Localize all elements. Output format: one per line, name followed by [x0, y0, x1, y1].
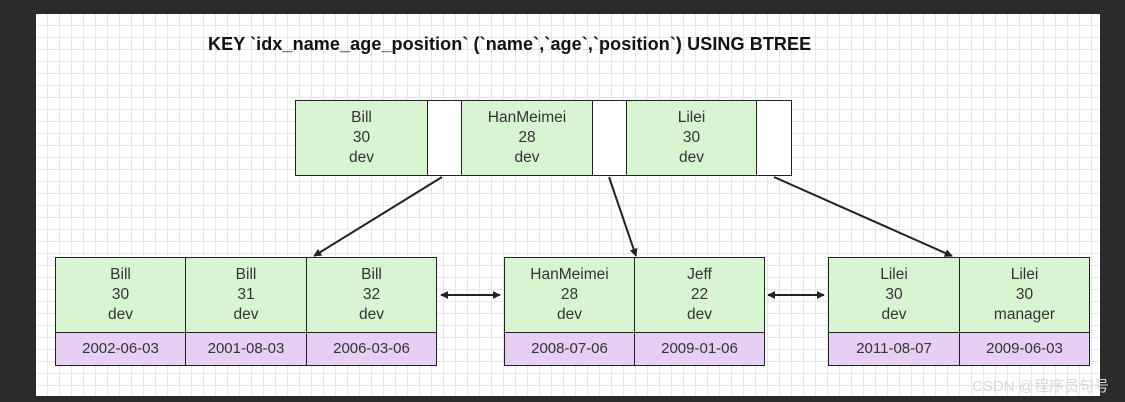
root-key-2-position: dev: [514, 149, 540, 166]
leaf-3-key-2-position: manager: [993, 306, 1056, 323]
leaf-2-key-2-age: 22: [690, 286, 709, 303]
pointer-arrow-to-leaf-3: [773, 176, 953, 257]
leaf-3-key-1-position: dev: [881, 306, 907, 323]
leaf-3-key-1-age: 30: [885, 286, 903, 303]
root-key-1-position: dev: [349, 149, 374, 166]
leaf-1-key-1: Bill 30 dev: [55, 257, 186, 333]
leaf-2-key-1-name: HanMeimei: [530, 266, 609, 283]
root-pointer-3: [756, 100, 792, 176]
watermark: CSDN @程序员句号: [972, 378, 1109, 395]
leaf-1-key-2-age: 31: [237, 286, 255, 303]
leaf-1-key-2-name: Bill: [235, 266, 257, 283]
diagram-canvas: KEY `idx_name_age_position` (`name`,`age…: [36, 14, 1100, 396]
root-key-3: Lilei 30 dev: [626, 100, 757, 176]
leaf-1-key-3-age: 32: [362, 286, 381, 303]
leaf-1-key-2: Bill 31 dev: [185, 257, 307, 333]
pointer-arrow-to-leaf-2: [608, 176, 638, 257]
leaf-1-key-3-position: dev: [359, 306, 384, 323]
root-key-1-name: Bill: [351, 109, 372, 126]
pointer-arrow-to-leaf-1: [313, 176, 443, 257]
leaf-2-key-2-position: dev: [687, 306, 712, 323]
root-key-2: HanMeimei 28 dev: [461, 100, 593, 176]
leaf-1-key-2-position: dev: [233, 306, 259, 323]
leaf-1-data-1-hire-date: 2002-06-03: [82, 340, 159, 357]
leaf-1-key-3: Bill 32 dev: [306, 257, 437, 333]
root-key-2-age: 28: [518, 129, 536, 146]
leaf-3-data-1-hire-date: 2011-08-07: [856, 340, 932, 357]
leaf-3-key-2-age: 30: [1015, 286, 1034, 303]
root-key-2-name: HanMeimei: [487, 109, 567, 126]
root-key-3-position: dev: [679, 149, 704, 166]
leaf-2-key-1-age: 28: [560, 286, 579, 303]
root-key-1-age: 30: [352, 129, 371, 146]
leaf-2-key-2: Jeff 22 dev: [634, 257, 765, 333]
leaf-2-key-2-name: Jeff: [687, 266, 712, 283]
leaf-2-data-1-hire-date: 2008-07-06: [531, 340, 608, 357]
leaf-3-key-2-name: Lilei: [1010, 266, 1039, 283]
leaf-1-key-1-position: dev: [108, 306, 133, 323]
leaf-2-data-1: 2008-07-06: [504, 332, 635, 366]
leaf-3-key-1-name: Lilei: [880, 266, 908, 283]
leaf-1-data-1: 2002-06-03: [55, 332, 186, 366]
leaf-2-data-2-hire-date: 2009-01-06: [661, 340, 738, 357]
leaf-1-data-3: 2006-03-06: [306, 332, 437, 366]
leaf-3-data-1: 2011-08-07: [828, 332, 960, 366]
root-key-3-name: Lilei: [677, 109, 706, 126]
leaf-2-key-1: HanMeimei 28 dev: [504, 257, 635, 333]
tree-arrows: [313, 176, 953, 299]
root-pointer-1: [427, 100, 462, 176]
leaf-1-data-3-hire-date: 2006-03-06: [333, 340, 410, 357]
leaf-1-data-2: 2001-08-03: [185, 332, 307, 366]
leaf-2-key-1-position: dev: [557, 306, 582, 323]
leaf-1-data-2-hire-date: 2001-08-03: [207, 340, 285, 357]
diagram-title: KEY `idx_name_age_position` (`name`,`age…: [208, 34, 812, 54]
root-pointer-2: [592, 100, 627, 176]
leaf-1-key-3-name: Bill: [361, 266, 382, 283]
root-key-3-age: 30: [682, 129, 701, 146]
leaf-2-data-2: 2009-01-06: [634, 332, 765, 366]
leaf-3-data-2: 2009-06-03: [959, 332, 1090, 366]
leaf-3-data-2-hire-date: 2009-06-03: [986, 340, 1063, 357]
leaf-1-key-1-name: Bill: [110, 266, 131, 283]
leaf-1-key-1-age: 30: [111, 286, 130, 303]
